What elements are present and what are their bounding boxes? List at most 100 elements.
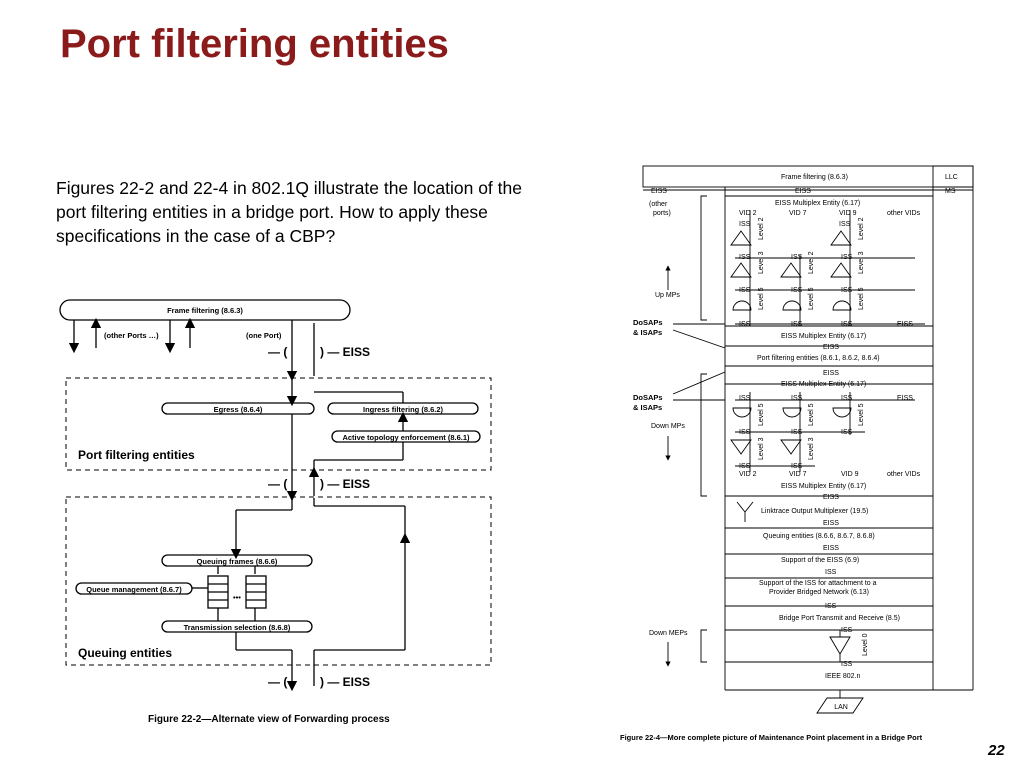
other-ports-label: (other Ports …) bbox=[104, 331, 159, 340]
frame-filtering-label: Frame filtering (8.6.3) bbox=[167, 306, 243, 315]
f4-iss-w: ISS bbox=[791, 463, 803, 470]
f4-level3-d: Level 3 bbox=[808, 437, 815, 460]
f4-level2-c: Level 2 bbox=[808, 251, 815, 274]
f4-lan: LAN bbox=[834, 704, 848, 711]
f4-port-filtering: Port filtering entities (8.6.1, 8.6.2, 8… bbox=[757, 355, 880, 362]
queue-management-label: Queue management (8.6.7) bbox=[86, 585, 182, 594]
transmission-selection-label: Transmission selection (8.6.8) bbox=[184, 623, 291, 632]
active-topology-label: Active topology enforcement (8.6.1) bbox=[342, 433, 470, 442]
f4-iss-i: ISS bbox=[739, 321, 751, 328]
f4-level5-e: Level 5 bbox=[808, 403, 815, 426]
f4-eiss-mux-2: EISS Multiplex Entity (6.17) bbox=[781, 333, 866, 340]
f4-linktrace: Linktrace Output Multiplexer (19.5) bbox=[761, 508, 868, 515]
f4-vid9-top: VID 9 bbox=[839, 210, 857, 217]
egress-label: Egress (8.6.4) bbox=[214, 405, 263, 414]
f4-iss-v: ISS bbox=[739, 463, 751, 470]
f4-up-mps: Up MPs bbox=[655, 292, 680, 299]
frame-filtering-box bbox=[59, 299, 351, 321]
f4-vid7-bottom: VID 7 bbox=[789, 471, 807, 478]
f4-iss-b: ISS bbox=[839, 221, 851, 228]
f4-iss-c: ISS bbox=[739, 254, 751, 261]
f4-eiss-l: EISS bbox=[897, 321, 913, 328]
f4-level0: Level 0 bbox=[862, 633, 869, 656]
eiss-left-2: — ( bbox=[268, 477, 287, 491]
f4-level2-a: Level 2 bbox=[758, 217, 765, 240]
eiss-right-2: ) — EISS bbox=[320, 477, 370, 491]
f4-level3-a: Level 3 bbox=[758, 251, 765, 274]
f4-other-ports: (other bbox=[649, 201, 668, 208]
f4-eiss-mux-4: EISS Multiplex Entity (6.17) bbox=[781, 483, 866, 490]
slide-body-text: Figures 22-2 and 22-4 in 802.1Q illustra… bbox=[56, 178, 522, 246]
f4-vid7-top: VID 7 bbox=[789, 210, 807, 217]
f4-support-iss-2: Provider Bridged Network (6.13) bbox=[769, 589, 869, 596]
f4-eiss-z: EISS bbox=[823, 545, 839, 552]
f4-iss-j: ISS bbox=[791, 321, 803, 328]
f4-dosaps-1: DoSAPs bbox=[633, 318, 663, 327]
eiss-right-1: ) — EISS bbox=[320, 345, 370, 359]
f4-iss-h: ISS bbox=[841, 287, 853, 294]
f4-level5-c: Level 5 bbox=[858, 287, 865, 310]
figure-22-2-caption: Figure 22-2—Alternate view of Forwarding… bbox=[148, 714, 390, 725]
f4-level2-b: Level 2 bbox=[858, 217, 865, 240]
egress-box bbox=[161, 402, 315, 415]
f4-eiss-y: EISS bbox=[823, 520, 839, 527]
f4-other-vids-top: other VIDs bbox=[887, 210, 921, 217]
f4-frame-filtering: Frame filtering (8.6.3) bbox=[781, 174, 848, 181]
f4-iss-dd: ISS bbox=[841, 661, 853, 668]
f4-iss-s: ISS bbox=[739, 429, 751, 436]
f4-bridge-port: Bridge Port Transmit and Receive (8.5) bbox=[779, 615, 900, 622]
f4-level5-b: Level 5 bbox=[808, 287, 815, 310]
figure-22-4: Frame filtering (8.6.3) LLC MS EISS EISS… bbox=[620, 165, 974, 742]
f4-isaps-1: & ISAPs bbox=[633, 328, 662, 337]
f4-eiss-m: EISS bbox=[823, 344, 839, 351]
f4-iss-f: ISS bbox=[739, 287, 751, 294]
figure-22-4-caption: Figure 22-4—More complete picture of Mai… bbox=[620, 733, 923, 742]
queuing-frames-label: Queuing frames (8.6.6) bbox=[197, 557, 278, 566]
f4-iss-k: ISS bbox=[841, 321, 853, 328]
f4-eiss-r: EISS bbox=[897, 395, 913, 402]
f4-down-mps: Down MPs bbox=[651, 423, 685, 430]
f4-ms: MS bbox=[945, 188, 956, 195]
queuing-frames-box bbox=[161, 554, 313, 567]
f4-eiss-mux-3: EISS Multiplex Entity (6.17) bbox=[781, 381, 866, 388]
f4-level5-d: Level 5 bbox=[758, 403, 765, 426]
queuing-region-label: Queuing entities bbox=[78, 646, 172, 660]
queue-ellipsis: ••• bbox=[233, 593, 241, 602]
f4-down-meps: Down MEPs bbox=[649, 630, 688, 637]
page-number: 22 bbox=[988, 742, 1005, 759]
f4-iss-o: ISS bbox=[739, 395, 751, 402]
f4-ieee: IEEE 802.n bbox=[825, 673, 861, 680]
f4-vid9-bottom: VID 9 bbox=[841, 471, 859, 478]
f4-iss-p: ISS bbox=[791, 395, 803, 402]
f4-queuing: Queuing entities (8.6.6, 8.6.7, 8.6.8) bbox=[763, 533, 875, 540]
one-port-label: (one Port) bbox=[246, 331, 282, 340]
f4-level5-a: Level 5 bbox=[758, 287, 765, 310]
f4-iss-u: ISS bbox=[841, 429, 853, 436]
f4-isaps-2: & ISAPs bbox=[633, 403, 662, 412]
f4-iss-a: ISS bbox=[739, 221, 751, 228]
f4-eiss-mux-1: EISS Multiplex Entity (6.17) bbox=[775, 200, 860, 207]
f4-support-eiss: Support of the EISS (6.9) bbox=[781, 557, 859, 564]
f4-iss-cc: ISS bbox=[841, 627, 853, 634]
figure-22-2: Frame filtering (8.6.3) (other Ports …) … bbox=[59, 299, 492, 725]
slide-title: Port filtering entities bbox=[60, 22, 449, 66]
f4-iss-e: ISS bbox=[841, 254, 853, 261]
ingress-label: Ingress filtering (8.6.2) bbox=[363, 405, 444, 414]
f4-iss-aa: ISS bbox=[825, 569, 837, 576]
f4-eiss-top: EISS bbox=[795, 188, 811, 195]
f4-eiss-x: EISS bbox=[823, 494, 839, 501]
f4-iss-bb: ISS bbox=[825, 603, 837, 610]
f4-other-vids-bottom: other VIDs bbox=[887, 471, 921, 478]
eiss-right-3: ) — EISS bbox=[320, 675, 370, 689]
transmission-selection-box bbox=[161, 620, 313, 633]
f4-iss-q: ISS bbox=[841, 395, 853, 402]
f4-eiss-left: EISS bbox=[651, 188, 667, 195]
f4-iss-g: ISS bbox=[791, 287, 803, 294]
f4-level3-b: Level 3 bbox=[858, 251, 865, 274]
f4-other-ports-2: ports) bbox=[653, 210, 671, 217]
active-topology-box bbox=[331, 430, 481, 443]
eiss-left-3: — ( bbox=[268, 675, 287, 689]
f4-level5-f: Level 5 bbox=[858, 403, 865, 426]
port-filtering-region-label: Port filtering entities bbox=[78, 448, 195, 462]
f4-iss-t: ISS bbox=[791, 429, 803, 436]
